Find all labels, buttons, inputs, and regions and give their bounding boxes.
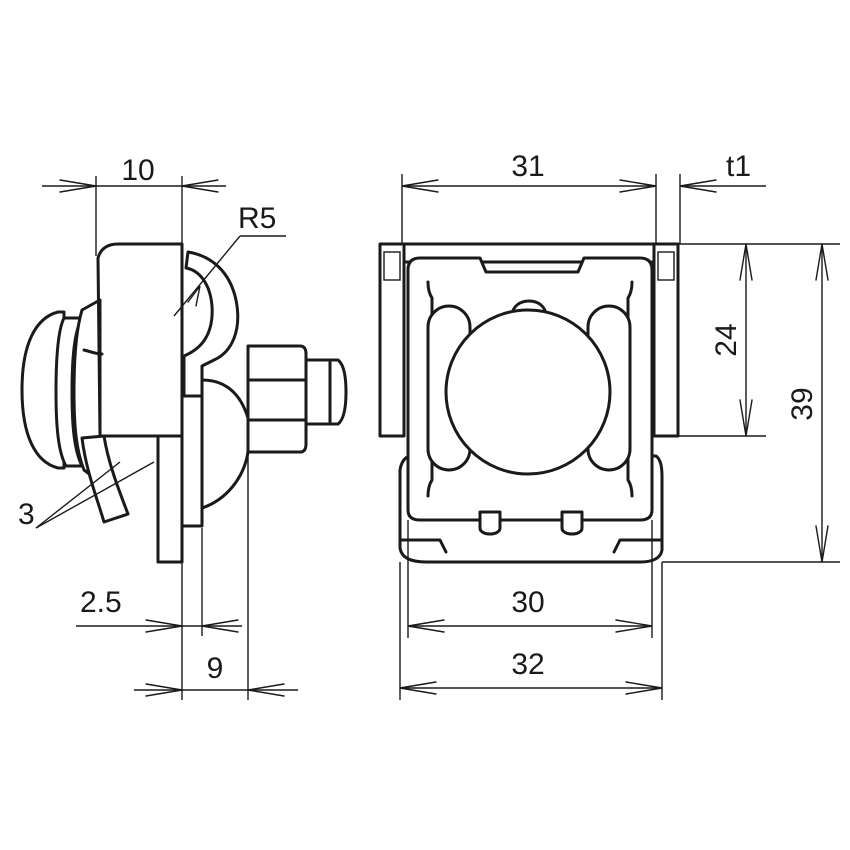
hook-strap xyxy=(182,250,240,398)
clamp-body xyxy=(96,242,184,438)
bottom-rivet-left xyxy=(478,510,502,536)
bolt-circle xyxy=(444,308,612,476)
dim-total-height: 39 xyxy=(786,387,819,420)
dim-depth: 9 xyxy=(207,652,224,685)
dim-inner-height: 24 xyxy=(710,323,743,356)
dim-wire-thickness: 3 xyxy=(18,498,35,531)
dim-inner-width: 30 xyxy=(511,586,544,619)
dim-tab-thickness: t1 xyxy=(726,150,751,183)
dim-total-width: 32 xyxy=(511,648,544,681)
dim-radius: R5 xyxy=(238,202,276,235)
bolt-thread xyxy=(304,358,348,426)
bottom-rivet-right xyxy=(560,510,584,536)
dim-side-width: 10 xyxy=(121,154,154,187)
bolt-dome-head xyxy=(20,310,66,470)
dim-front-width: 31 xyxy=(511,150,544,183)
hex-nut xyxy=(246,344,308,454)
side-view xyxy=(20,242,348,564)
dim-plate-thickness: 2.5 xyxy=(80,586,122,619)
dimensions: 10 R5 3 2.5 9 31 t1 xyxy=(18,150,840,700)
back-plate xyxy=(156,434,184,564)
wire-strip xyxy=(80,434,130,524)
front-view xyxy=(378,242,680,564)
